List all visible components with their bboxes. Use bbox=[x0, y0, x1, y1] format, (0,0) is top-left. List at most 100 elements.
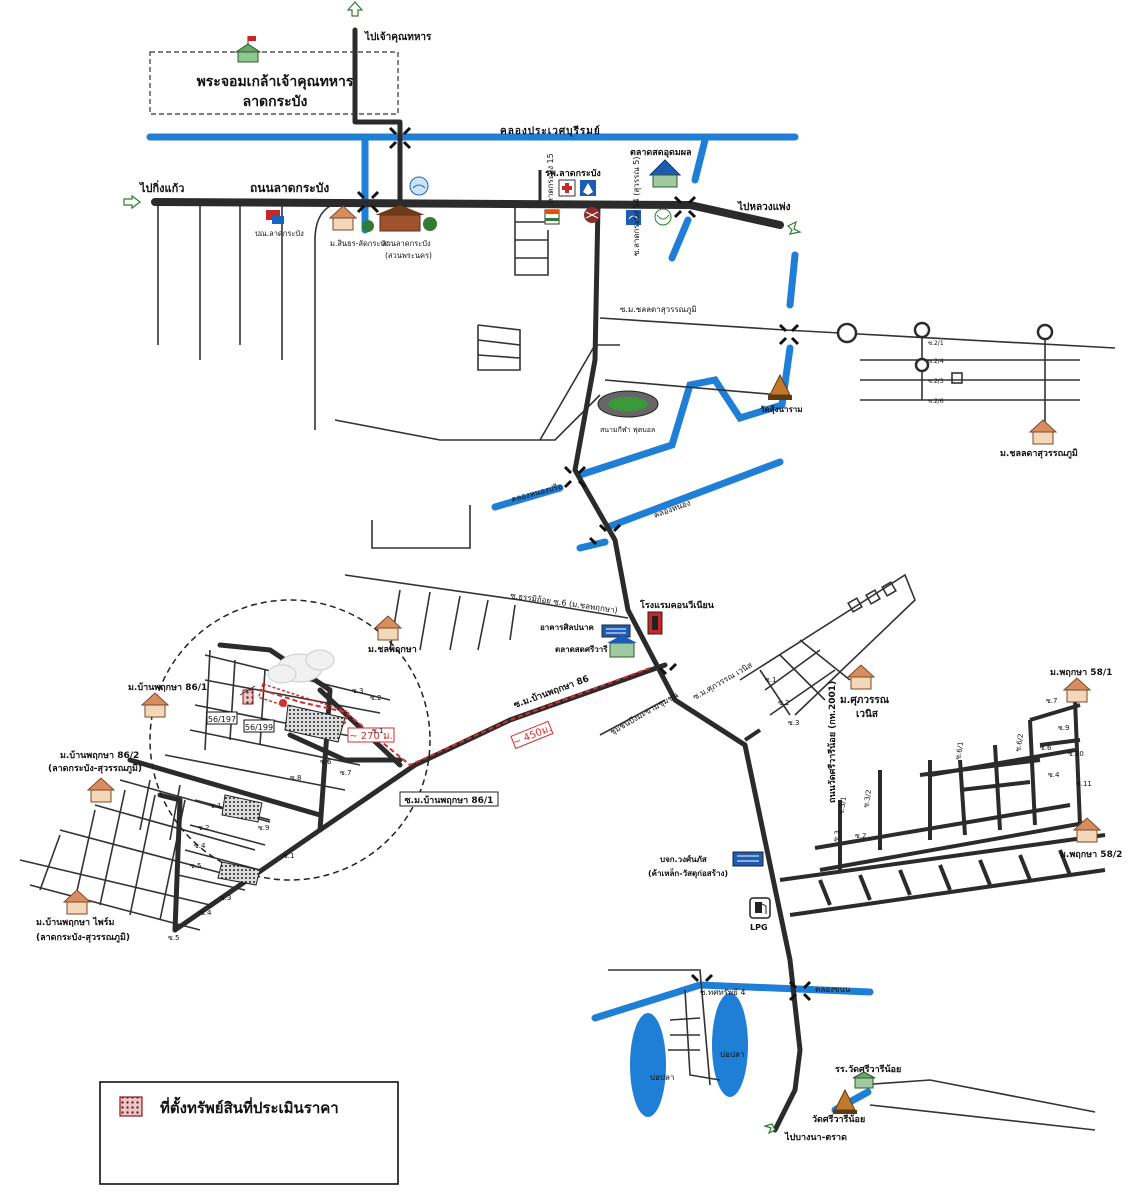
temple-icon bbox=[768, 373, 792, 400]
soi-2-3-label: ซ.2/3 bbox=[928, 378, 944, 385]
temple-label: วัดสุ้งนาราม bbox=[760, 404, 803, 415]
soi-6-2-label: ซ.6/2 bbox=[1014, 733, 1025, 752]
soi-2-6-label: ซ.2/6 bbox=[928, 398, 944, 405]
shell-icon bbox=[584, 207, 600, 223]
main-road-label: ถนนลาดกระบัง bbox=[250, 181, 329, 195]
circle-emblem-icon bbox=[409, 176, 429, 196]
school-label: รร.วัดศรีวารีน้อย bbox=[835, 1064, 901, 1075]
suphawan-label: ม.ศุภวรรณ bbox=[840, 695, 890, 706]
canal-wiggle bbox=[576, 251, 799, 479]
soi-3-label-r: ซ.3 bbox=[788, 719, 799, 727]
chalong-village-label: ม.ชลลดาสุวรรณภูมิ bbox=[1000, 448, 1078, 459]
thanthip-road-label: ซ.ทศทรัพย์ 4 bbox=[700, 987, 746, 997]
fish-pond-1 bbox=[630, 1013, 666, 1117]
house-icon-chalong bbox=[1028, 419, 1058, 445]
soi-15-label: ลาดกระบัง 15 bbox=[546, 153, 555, 203]
canal-bottom-label: คลองขนน bbox=[815, 985, 851, 994]
canals bbox=[146, 133, 874, 1114]
soi-2-label: ซ.2 bbox=[370, 694, 381, 702]
soi-4-label-r: ซ.4 bbox=[1048, 771, 1060, 779]
bank-icon bbox=[654, 208, 672, 226]
roundabouts bbox=[836, 321, 1054, 373]
soi-7-label-r: ซ.7 bbox=[1046, 697, 1057, 705]
arrow-right-icon bbox=[786, 220, 802, 235]
house-icon-58-2 bbox=[1072, 817, 1102, 843]
distance-label-2: ~ 450ม. bbox=[511, 723, 553, 748]
arrow-up-icon bbox=[346, 1, 364, 17]
fish-pond-2 bbox=[712, 993, 748, 1097]
direction-bottom-label: ไปบางนา-ตราด bbox=[784, 1131, 847, 1143]
school-icon bbox=[852, 1071, 876, 1089]
phruksa-86-2-label: ม.บ้านพฤกษา 86/2 bbox=[60, 750, 139, 761]
right-ladder-roads bbox=[779, 699, 1106, 917]
soi-3-label-r2: ซ.3 bbox=[832, 830, 842, 843]
sinthorn-label: ม.สินธร-ลัดกระบัง bbox=[330, 239, 389, 248]
phruksa-86-1-road-label: ซ.ม.บ้านพฤกษา 86/1 bbox=[405, 795, 494, 806]
soi-7-label: ซ.7 bbox=[340, 769, 351, 777]
soi-5-label: ซ.5 bbox=[190, 862, 201, 870]
house-icon-chon-phruksa bbox=[373, 615, 403, 641]
soi-2-1-label: ซ.2/1 bbox=[928, 340, 944, 347]
water-drop-icon bbox=[580, 180, 596, 196]
soi-1-label-c: ซ.1 bbox=[283, 852, 294, 860]
legend: ที่ตั้งทรัพย์สินที่ประเมินราคา bbox=[99, 1081, 399, 1185]
suphawan-road-label: ซ.ม.ศุภวรรณ เวนิส bbox=[692, 660, 754, 701]
map-labels: ไปเจ้าคุณทหาร ไปกิ่งแก้ว ไปหลวงแพ่ง ไปบา… bbox=[36, 30, 1122, 1143]
blue-square-icon bbox=[626, 210, 641, 225]
bank-label: อาคารศิลปนาค bbox=[540, 623, 594, 632]
soi-5-label-b: ซ.5 bbox=[168, 934, 179, 942]
soi-6-1-label: ซ.6/1 bbox=[954, 741, 965, 760]
soi-10-label: ซ.10 bbox=[1068, 750, 1084, 758]
park-label-2: (สวนพระนคร) bbox=[385, 251, 432, 260]
hospital-label: รพ.ลาดกระบัง bbox=[545, 168, 601, 179]
soi-3-label-b: ซ.3 bbox=[220, 894, 231, 902]
canal-south bbox=[591, 981, 874, 1022]
soi-2-label-r2: ซ.2 bbox=[855, 832, 866, 840]
chumchon-label: ชุมชนบึงมะขามชุมชน bbox=[609, 690, 681, 737]
plot-number-1: 56/197 bbox=[208, 715, 236, 724]
soi-9-label-r: ซ.9 bbox=[1058, 724, 1069, 732]
market-icon bbox=[607, 635, 637, 658]
arrow-down-icon bbox=[762, 1123, 776, 1135]
temple-icon-south bbox=[833, 1088, 857, 1114]
subject-property bbox=[217, 649, 346, 886]
house-icon-prime bbox=[62, 889, 92, 915]
chon-phruksa-label: ม.ชลพฤกษา bbox=[368, 645, 417, 655]
soi-2-4-label: ซ.2/4 bbox=[928, 358, 944, 365]
canal-right-b bbox=[576, 538, 609, 552]
canal-top-label: คลองประเวศบุรีรมย์ bbox=[500, 125, 601, 137]
direction-left-label: ไปกิ่งแก้ว bbox=[138, 180, 184, 195]
company-label: บจก.วงศ์นภัส bbox=[660, 854, 707, 864]
palace-label-2: ลาดกระบัง bbox=[243, 94, 308, 110]
soi-3-2-label: ซ.3/2 bbox=[862, 789, 873, 808]
palace-icon bbox=[149, 36, 399, 115]
distance-box-2 bbox=[510, 720, 554, 750]
phruksa-prime-label: ม.บ้านพฤกษา ไพร์ม bbox=[36, 916, 115, 928]
bridges bbox=[356, 126, 812, 1002]
palace-label-1: พระจอมเกล้าเจ้าคุณทหาร bbox=[197, 74, 354, 90]
plot-number-2: 56/199 bbox=[245, 723, 273, 732]
vertical-road-label: ซ.ลาดกระบัง 54 (สุวรรณ 5) bbox=[632, 156, 641, 256]
canal-left-a bbox=[491, 484, 564, 511]
distance-label-1: ~ 270 ม. bbox=[349, 731, 393, 742]
plot-box-2 bbox=[243, 719, 275, 733]
lpg-label: LPG bbox=[750, 923, 768, 932]
market-sri-label: ตลาดสดศรีวารี bbox=[555, 644, 608, 654]
post-office-label: ปณ.ลาดกระบัง bbox=[255, 229, 304, 238]
stadium-label: สนามกีฬา ฟุตบอล bbox=[600, 426, 655, 434]
phruksa-58-2-label: ม.พฤกษา 58/2 bbox=[1060, 850, 1122, 860]
soi-2-label-b: ซ.2 bbox=[198, 824, 209, 832]
pond-2-label: บ่อปลา bbox=[720, 1050, 744, 1059]
park-icon bbox=[362, 205, 437, 232]
soi-1-label: ซ.1 bbox=[372, 727, 383, 735]
stadium-icon bbox=[597, 390, 659, 418]
company-building-icon bbox=[732, 851, 764, 867]
house-icon-86-1 bbox=[140, 692, 170, 718]
legend-text: ที่ตั้งทรัพย์สินที่ประเมินราคา bbox=[160, 1096, 339, 1117]
study-area-circle bbox=[149, 599, 431, 881]
soi-6-label-r: ซ.6 bbox=[1040, 744, 1052, 752]
route-to-property bbox=[261, 667, 651, 767]
phruksa-86-1-label: ม.บ้านพฤกษา 86/1 bbox=[128, 682, 207, 693]
soi6-road-label: ซ.ธรรมิถ้อย ซ.6 (ม.ชลพฤกษา) bbox=[510, 591, 619, 615]
soi-3-label: ซ.3 bbox=[352, 687, 363, 695]
